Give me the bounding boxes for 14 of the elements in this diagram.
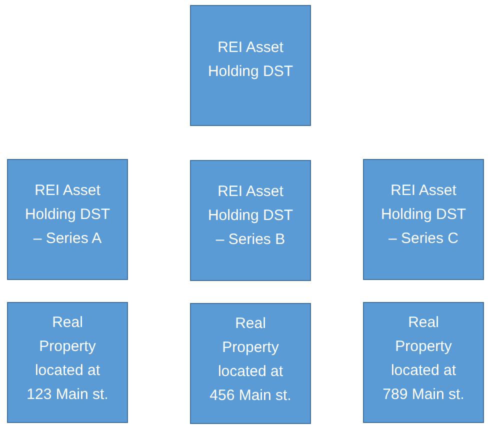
entity-box xyxy=(190,303,311,424)
entity-label: REI Asset Holding DST – Series B xyxy=(206,182,294,250)
entity-box xyxy=(7,302,128,423)
entity-box xyxy=(363,302,484,423)
entity-box xyxy=(190,5,311,126)
entity-label: Real Property located at 789 Main st. xyxy=(382,312,466,404)
entity-label: REI Asset Holding DST xyxy=(206,38,294,82)
entity-label: REI Asset Holding DST – Series A xyxy=(24,180,112,248)
entity-label: Real Property located at 456 Main st. xyxy=(208,314,292,406)
entity-label: Real Property located at 123 Main st. xyxy=(26,312,110,404)
entity-box xyxy=(363,159,484,280)
entity-box xyxy=(190,160,311,281)
entity-label: REI Asset Holding DST – Series C xyxy=(380,180,468,248)
entity-box xyxy=(7,159,128,280)
